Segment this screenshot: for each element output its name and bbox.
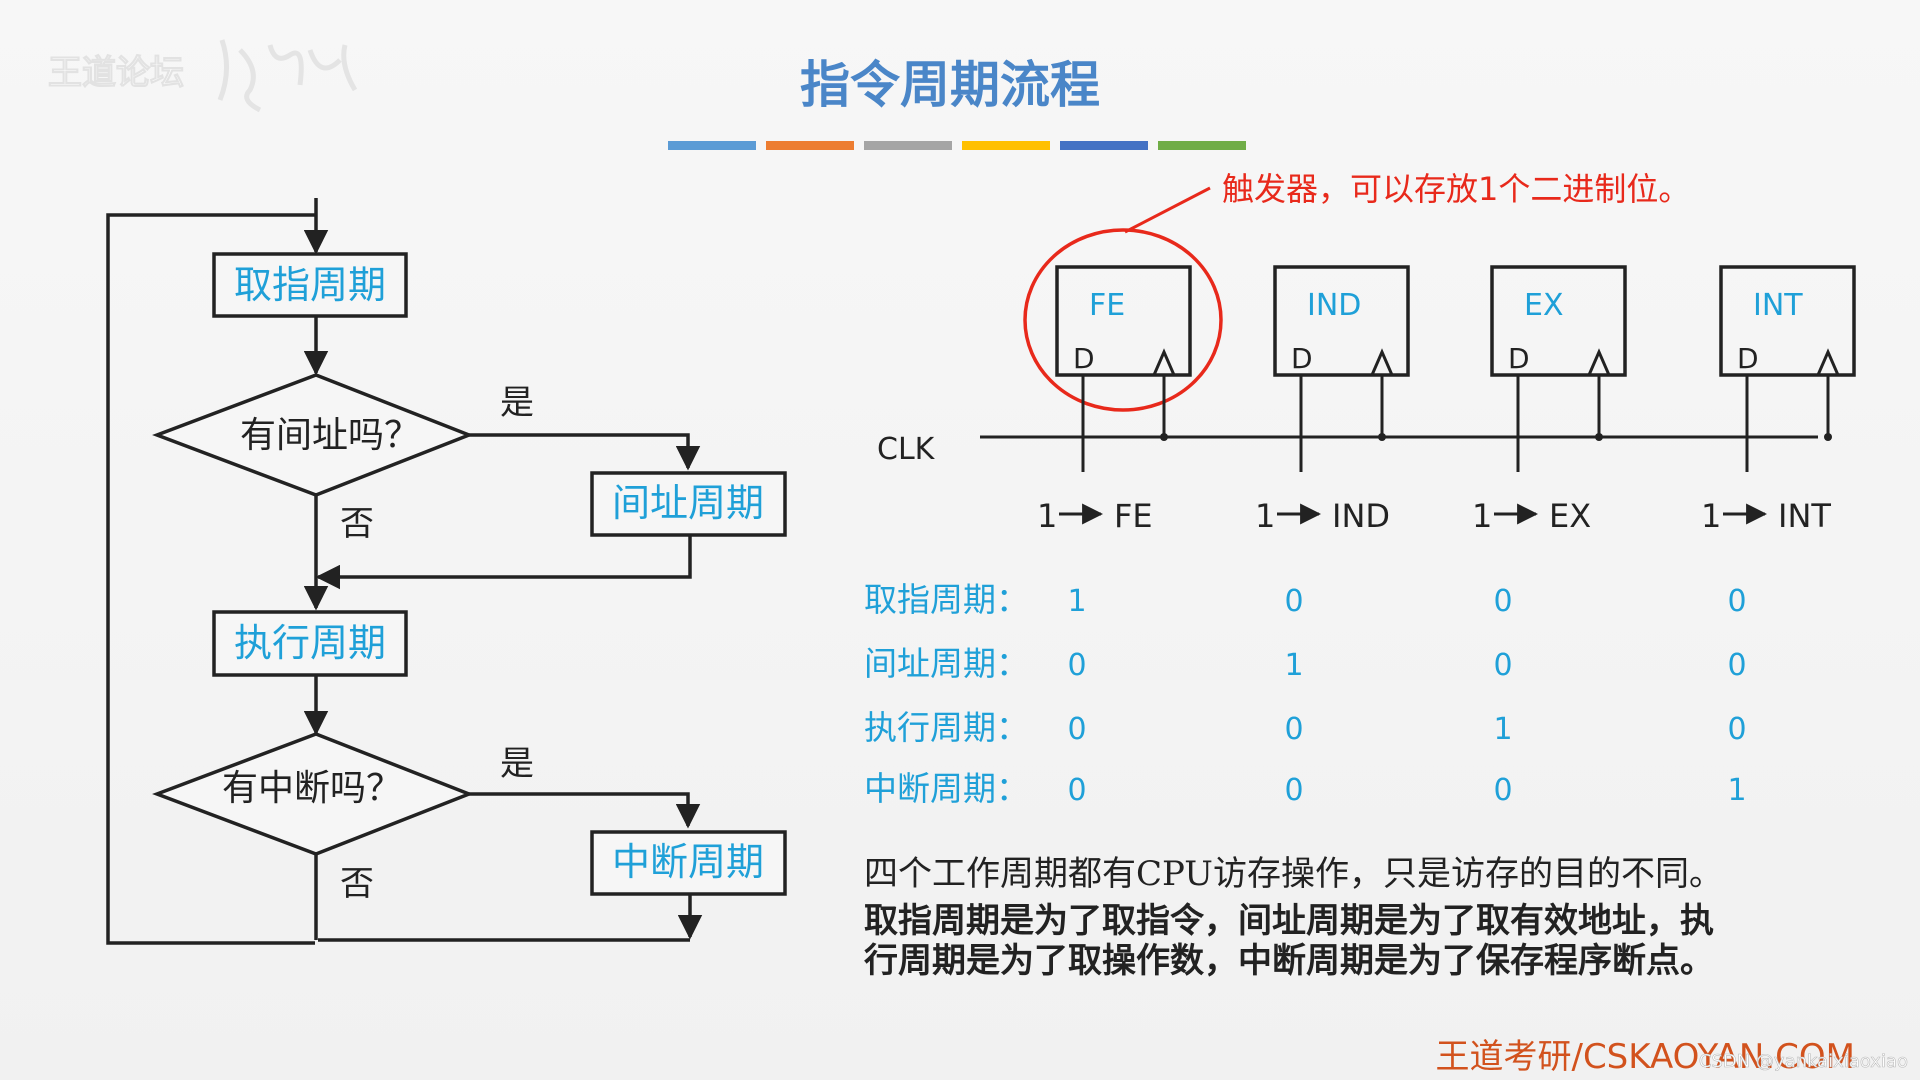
flipflop-fe: FE D 1 FE <box>1037 265 1192 535</box>
flipflop-ind: IND D 1 IND <box>1255 265 1410 535</box>
row-label: 间址周期： <box>864 644 1029 683</box>
notes-line-1: 四个工作周期都有CPU访存操作，只是访存的目的不同。 <box>864 854 1723 894</box>
table-cell: 1 <box>1284 648 1303 683</box>
title-bar-segment-5 <box>1158 141 1246 150</box>
output-one: 1 <box>1255 497 1275 535</box>
row-label: 执行周期： <box>864 708 1029 747</box>
flipflop-ex: EX D 1 EX <box>1472 265 1627 535</box>
flipflop-d-label: D <box>1291 342 1313 375</box>
csdn-watermark: CSDN @yankaixiaoxiao <box>1699 1051 1908 1072</box>
flipflop-annotation: 触发器，可以存放1个二进制位。 <box>1222 170 1690 208</box>
clock-junction <box>1595 433 1603 441</box>
state-table: 取指周期： 1 0 0 0 间址周期： 0 1 0 0 执行周期： 0 0 1 0 中断周期： 0 0 0 1 <box>864 580 1747 808</box>
no-label-1: 否 <box>340 504 374 544</box>
watermark-logo: 王道论坛 <box>48 39 358 113</box>
table-row: 中断周期： 0 0 0 1 <box>864 769 1747 808</box>
flipflop-box <box>1273 265 1410 377</box>
flipflop-box <box>1055 265 1192 377</box>
fetch-cycle-box <box>212 252 408 318</box>
flipflop-int: INT D 1 INT <box>1701 265 1856 535</box>
table-cell: 1 <box>1727 773 1746 808</box>
output-target: EX <box>1549 497 1591 535</box>
table-row: 间址周期： 0 1 0 0 <box>864 644 1747 683</box>
clock-triangle-icon <box>1369 348 1395 377</box>
flipflop-name: IND <box>1307 288 1361 323</box>
flipflop-d-label: D <box>1073 342 1095 375</box>
notes-block: 四个工作周期都有CPU访存操作，只是访存的目的不同。 取指周期是为了取指令，间址… <box>864 854 1723 981</box>
interrupt-question-label: 有中断吗？ <box>222 768 402 809</box>
title-color-bar <box>668 141 1246 150</box>
clock-junction <box>1824 433 1832 441</box>
footer-brand: 王道考研/CSKAOYAN.COM <box>1435 1037 1855 1077</box>
flipflop-name: FE <box>1089 288 1125 323</box>
yes-label-2: 是 <box>500 744 534 784</box>
output-one: 1 <box>1701 497 1721 535</box>
row-label: 取指周期： <box>864 580 1029 619</box>
clock-triangle-icon <box>1586 348 1612 377</box>
table-cell: 0 <box>1493 584 1512 619</box>
indirect-question-label: 有间址吗？ <box>240 415 420 456</box>
fetch-cycle-label: 取指周期 <box>234 263 386 307</box>
flipflop-box <box>1719 265 1856 377</box>
notes-line-2: 取指周期是为了取指令，间址周期是为了取有效地址，执 <box>864 901 1714 941</box>
flipflop-d-label: D <box>1508 342 1530 375</box>
clock-triangle-icon <box>1151 348 1177 377</box>
title-bar-segment-2 <box>864 141 952 150</box>
output-one: 1 <box>1472 497 1492 535</box>
flipflop-box <box>1490 265 1627 377</box>
annotation-pointer <box>1124 186 1211 234</box>
notes-line-3: 行周期是为了取操作数，中断周期是为了保存程序断点。 <box>864 941 1714 981</box>
fe-highlight-circle <box>1023 228 1223 412</box>
clock-triangle-icon <box>1815 348 1841 377</box>
output-target: INT <box>1778 497 1831 535</box>
table-cell: 0 <box>1727 648 1746 683</box>
loop-back-line <box>106 213 315 945</box>
flowchart <box>106 198 787 945</box>
title-bar-segment-1 <box>766 141 854 150</box>
table-cell: 1 <box>1493 712 1512 747</box>
no-label-2: 否 <box>340 864 374 904</box>
table-cell: 0 <box>1493 773 1512 808</box>
output-one: 1 <box>1037 497 1057 535</box>
indirect-cycle-label: 间址周期 <box>612 481 764 525</box>
table-cell: 0 <box>1067 712 1086 747</box>
table-cell: 0 <box>1067 648 1086 683</box>
watermark-signature <box>217 39 358 113</box>
flipflop-d-label: D <box>1737 342 1759 375</box>
title-bar-segment-4 <box>1060 141 1148 150</box>
interrupt-yes-line <box>469 792 701 829</box>
title-bar-segment-3 <box>962 141 1050 150</box>
table-cell: 1 <box>1067 584 1086 619</box>
table-cell: 0 <box>1284 584 1303 619</box>
output-target: FE <box>1114 497 1153 535</box>
interrupt-cycle-label: 中断周期 <box>612 840 764 884</box>
table-cell: 0 <box>1067 773 1086 808</box>
clk-label: CLK <box>877 432 936 467</box>
table-cell: 0 <box>1493 648 1512 683</box>
flipflop-group: FE D 1 FE IND D 1 IND EX D 1 EX INT D 1 INT <box>1037 265 1856 535</box>
table-row: 取指周期： 1 0 0 0 <box>864 580 1747 619</box>
clock-junction <box>1378 433 1386 441</box>
execute-cycle-label: 执行周期 <box>234 621 386 665</box>
clock-junction <box>1160 433 1168 441</box>
row-label: 中断周期： <box>864 769 1029 808</box>
watermark-logo-text: 王道论坛 <box>48 53 184 93</box>
flipflop-name: INT <box>1753 288 1803 323</box>
yes-label-1: 是 <box>500 383 534 423</box>
indirect-yes-line <box>469 433 701 471</box>
execute-cycle-box <box>212 610 408 677</box>
table-row: 执行周期： 0 0 1 0 <box>864 708 1747 747</box>
output-target: IND <box>1332 497 1390 535</box>
title-bar-segment-0 <box>668 141 756 150</box>
table-cell: 0 <box>1284 712 1303 747</box>
table-cell: 0 <box>1284 773 1303 808</box>
flowchart-labels: 取指周期 有间址吗？ 间址周期 执行周期 有中断吗？ 中断周期 是 否 是 否 <box>222 263 764 904</box>
flipflop-name: EX <box>1524 288 1564 323</box>
table-cell: 0 <box>1727 712 1746 747</box>
table-cell: 0 <box>1727 584 1746 619</box>
page-title: 指令周期流程 <box>800 56 1100 114</box>
